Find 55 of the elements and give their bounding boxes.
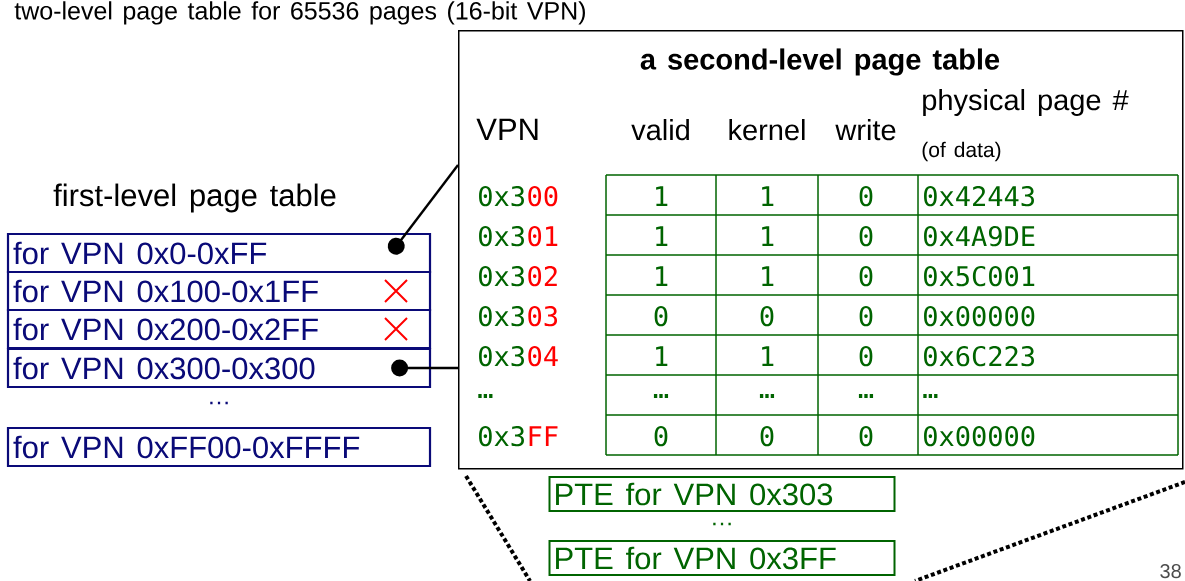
- table-cell: …: [759, 394, 775, 398]
- table-cell: 1: [762, 266, 774, 286]
- table-cell: 0: [760, 305, 774, 327]
- vpn-cell: 0x3 FF: [479, 425, 558, 447]
- table-row: for VPN 0x100-0x1FF: [6, 270, 432, 312]
- page-number: 38: [1160, 564, 1181, 579]
- table-row: for VPN 0xFF00-0xFFFF: [6, 426, 432, 468]
- connector: [391, 359, 458, 377]
- table-cell: …: [478, 394, 493, 398]
- ellipsis: …: [713, 522, 731, 526]
- table-cell: 0x42443: [924, 185, 1034, 207]
- table-cell: 1: [762, 226, 774, 246]
- table-cell: 0x00000: [924, 305, 1035, 327]
- table-cell: 0: [859, 345, 873, 367]
- vpn-cell: 0x3 02: [479, 265, 557, 287]
- table-cell: 0: [859, 305, 873, 327]
- table-row: for VPN 0x300-0x300: [6, 347, 432, 389]
- pte-box: PTE for VPN 0x303: [548, 476, 896, 512]
- table-row: for VPN 0x0-0xFF: [6, 232, 432, 274]
- table-heading: first-level page table: [53, 183, 336, 213]
- column-header: kernel: [729, 119, 805, 141]
- vpn-cell: 0x3 03: [479, 305, 558, 327]
- column-header: valid: [631, 119, 689, 141]
- table-cell: 0: [760, 425, 774, 447]
- column-header: (of data): [922, 141, 1001, 162]
- table-cell: 1: [656, 186, 668, 206]
- table-cell: 0x6C223: [924, 345, 1034, 367]
- table-cell: 0: [859, 185, 873, 207]
- table-cell: 1: [656, 226, 668, 246]
- table-cell: 0x00000: [924, 425, 1035, 447]
- column-header: write: [835, 119, 896, 141]
- slide-title: two-level page table for 65536 pages (16-bit VPN): [14, 1, 585, 25]
- table-cell: 1: [656, 346, 668, 366]
- pte-box: PTE for VPN 0x3FF: [548, 540, 896, 576]
- table-cell: …: [923, 394, 938, 398]
- ellipsis: …: [210, 401, 228, 405]
- table-row: for VPN 0x200-0x2FF: [6, 308, 432, 350]
- table-cell: 0x5C001: [924, 265, 1035, 287]
- table-cell: 1: [762, 186, 774, 206]
- table-cell: …: [858, 394, 874, 398]
- table-cell: 0: [859, 225, 873, 247]
- table-cell: 0: [654, 425, 668, 447]
- table-cell: 0x4A9DE: [924, 225, 1035, 247]
- column-header: VPN: [476, 118, 538, 140]
- table-cell: 0: [859, 425, 873, 447]
- table-cell: …: [653, 394, 669, 398]
- connector: [387, 164, 459, 255]
- table-cell: 1: [656, 266, 668, 286]
- column-header: physical page #: [923, 89, 1129, 116]
- table-cell: 0: [859, 265, 873, 287]
- vpn-cell: 0x3 01: [479, 225, 558, 247]
- vpn-cell: 0x3 04: [479, 345, 558, 367]
- table-cell: 0: [654, 305, 668, 327]
- vpn-cell: 0x3 00: [479, 185, 558, 207]
- table-cell: 1: [762, 346, 774, 366]
